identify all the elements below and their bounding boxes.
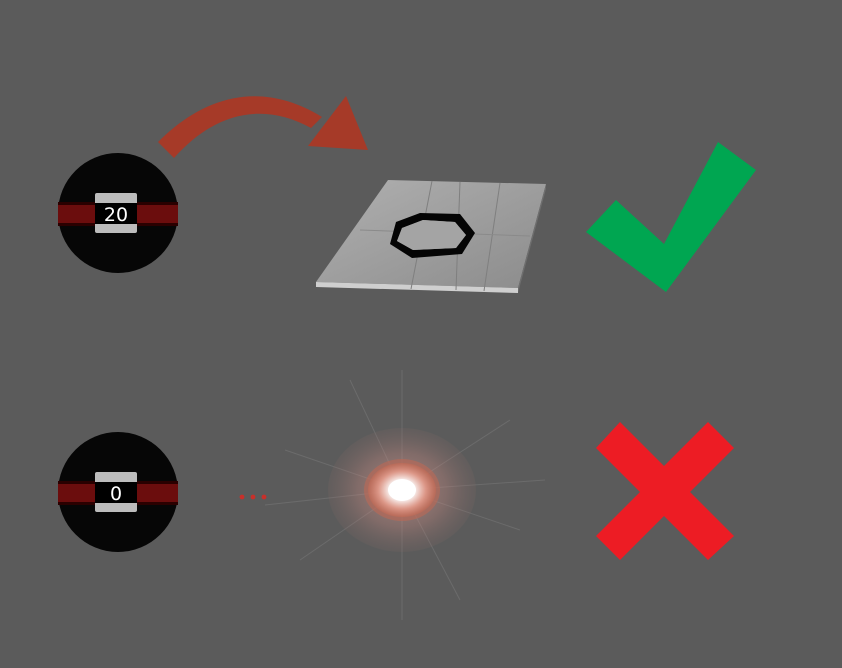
bomb-icon: 20	[58, 153, 178, 273]
row-failure: 0	[58, 370, 734, 620]
counter-value: 20	[104, 204, 128, 226]
counter-value: 0	[110, 483, 122, 505]
row-success: 20	[58, 96, 756, 293]
checkmark-icon	[586, 142, 756, 292]
curved-arrow-icon	[158, 96, 368, 158]
ellipsis-icon	[239, 494, 267, 500]
hole	[390, 213, 475, 258]
light-flash-icon	[264, 370, 546, 620]
bomb-icon: 0	[58, 432, 178, 552]
cross-icon	[596, 422, 734, 560]
plate-with-hole	[316, 180, 546, 293]
